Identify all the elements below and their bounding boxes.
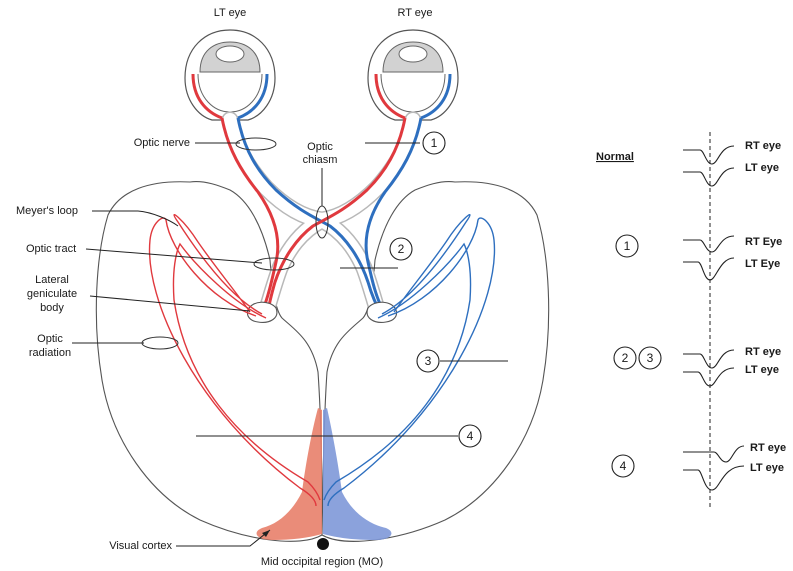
- vep-row-1-marker: 1: [624, 239, 631, 253]
- lgb-label-2: geniculate: [27, 288, 77, 300]
- vep-row-23-rt-label: RT eye: [745, 346, 781, 358]
- vep-normal-rt-trace: [683, 146, 734, 164]
- lgb-label-1: Lateral: [35, 274, 69, 286]
- vep-row-23-rt-trace: [683, 350, 734, 368]
- svg-text:2: 2: [398, 242, 405, 256]
- vep-row-4-lt-label: LT eye: [750, 462, 784, 474]
- optic-chiasm-label-1: Optic: [307, 141, 333, 153]
- vep-row-4-marker: 4: [620, 459, 627, 473]
- optic-nerve-label: Optic nerve: [134, 137, 190, 149]
- left-lgb: [247, 302, 276, 322]
- vep-row-4-rt-trace: [683, 446, 744, 462]
- optic-tract-label: Optic tract: [26, 243, 76, 255]
- visual-cortex-label: Visual cortex: [109, 540, 172, 552]
- svg-text:1: 1: [431, 136, 438, 150]
- vep-row-1-lt-trace: [683, 258, 734, 280]
- vep-row-4-lt-trace: [683, 466, 744, 490]
- left-eye: [185, 30, 275, 120]
- lgb-label-3: body: [40, 302, 64, 314]
- vep-row-2-marker: 2: [622, 351, 629, 365]
- svg-text:3: 3: [425, 354, 432, 368]
- vep-row-3-marker: 3: [647, 351, 654, 365]
- meyers-loop-label: Meyer's loop: [16, 205, 78, 217]
- vep-normal-lt-trace: [683, 168, 734, 186]
- vep-normal-rt-label: RT eye: [745, 140, 781, 152]
- vep-row-1-rt-trace: [683, 236, 734, 252]
- mid-occipital-label: Mid occipital region (MO): [261, 556, 383, 568]
- vep-normal-lt-label: LT eye: [745, 162, 779, 174]
- vep-row-23-lt-trace: [683, 368, 734, 386]
- optic-radiation-label-2: radiation: [29, 347, 71, 359]
- vep-row-4-rt-label: RT eye: [750, 442, 786, 454]
- vep-normal-heading: Normal: [596, 151, 634, 163]
- svg-text:4: 4: [467, 429, 474, 443]
- optic-chiasm-label-2: chiasm: [303, 154, 338, 166]
- rt-eye-label: RT eye: [397, 7, 432, 19]
- lt-eye-label: LT eye: [214, 7, 247, 19]
- optic-radiation-label-1: Optic: [37, 333, 63, 345]
- right-lgb: [367, 302, 396, 322]
- mid-occipital-electrode: [317, 538, 329, 550]
- vep-row-1-lt-label: LT Eye: [745, 258, 780, 270]
- vep-row-1-rt-label: RT Eye: [745, 236, 782, 248]
- right-eye: [368, 30, 458, 120]
- vep-row-23-lt-label: LT eye: [745, 364, 779, 376]
- left-hemisphere: [96, 182, 322, 542]
